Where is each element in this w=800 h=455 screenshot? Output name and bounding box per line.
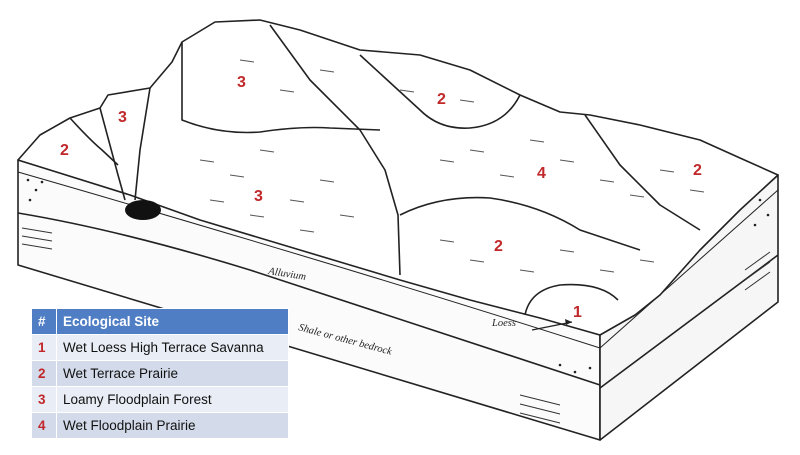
left-terrace-edge (69, 117, 119, 166)
ecological-site-legend: # Ecological Site 1 Wet Loess High Terra… (31, 308, 289, 439)
right-divide (584, 114, 701, 231)
site-number-label: 3 (237, 74, 246, 91)
legend-header-site: Ecological Site (56, 308, 289, 335)
right-face-top-edge (599, 189, 779, 349)
legend-header-row: # Ecological Site (31, 308, 289, 335)
legend-row-name: Wet Terrace Prairie (56, 360, 289, 387)
lower-terrace-edge (399, 196, 641, 251)
mid-scarp (359, 54, 521, 129)
terrain-top-surface (17, 19, 779, 336)
site-number-label: 1 (573, 304, 582, 321)
site-number-label: 2 (437, 91, 446, 108)
loess-arrow-head (565, 319, 572, 325)
legend-row-name: Wet Loess High Terrace Savanna (56, 334, 289, 361)
alluvium-bedrock-boundary (17, 212, 601, 386)
site-number-label: 3 (254, 188, 263, 205)
legend-row-number: 2 (31, 360, 57, 387)
legend-row-number: 3 (31, 386, 57, 413)
upper-terrace-scarp (181, 42, 381, 134)
site-number-label: 2 (693, 162, 702, 179)
stream-channel (125, 200, 161, 220)
loess-terrace-edge (524, 283, 619, 316)
legend-row: 3 Loamy Floodplain Forest (31, 386, 289, 413)
legend-row: 1 Wet Loess High Terrace Savanna (31, 334, 289, 361)
legend-row: 4 Wet Floodplain Prairie (31, 412, 289, 439)
legend-row: 2 Wet Terrace Prairie (31, 360, 289, 387)
legend-row-name: Loamy Floodplain Forest (56, 386, 289, 413)
loess-label: Loess (491, 318, 516, 329)
site-number-label: 2 (494, 238, 503, 255)
site-number-label: 3 (118, 109, 127, 126)
legend-row-number: 1 (31, 334, 57, 361)
left-ravine (99, 87, 151, 201)
terrain-texture (199, 59, 705, 273)
legend-row-number: 4 (31, 412, 57, 439)
front-top-edge-shade (17, 171, 601, 349)
legend-row-name: Wet Floodplain Prairie (56, 412, 289, 439)
legend-header-number: # (31, 308, 57, 335)
alluvium-dots (26, 178, 770, 374)
site-number-label: 2 (60, 142, 69, 159)
bedrock-hatching (21, 227, 771, 424)
site-number-label: 4 (537, 165, 546, 182)
central-divide (269, 24, 401, 276)
